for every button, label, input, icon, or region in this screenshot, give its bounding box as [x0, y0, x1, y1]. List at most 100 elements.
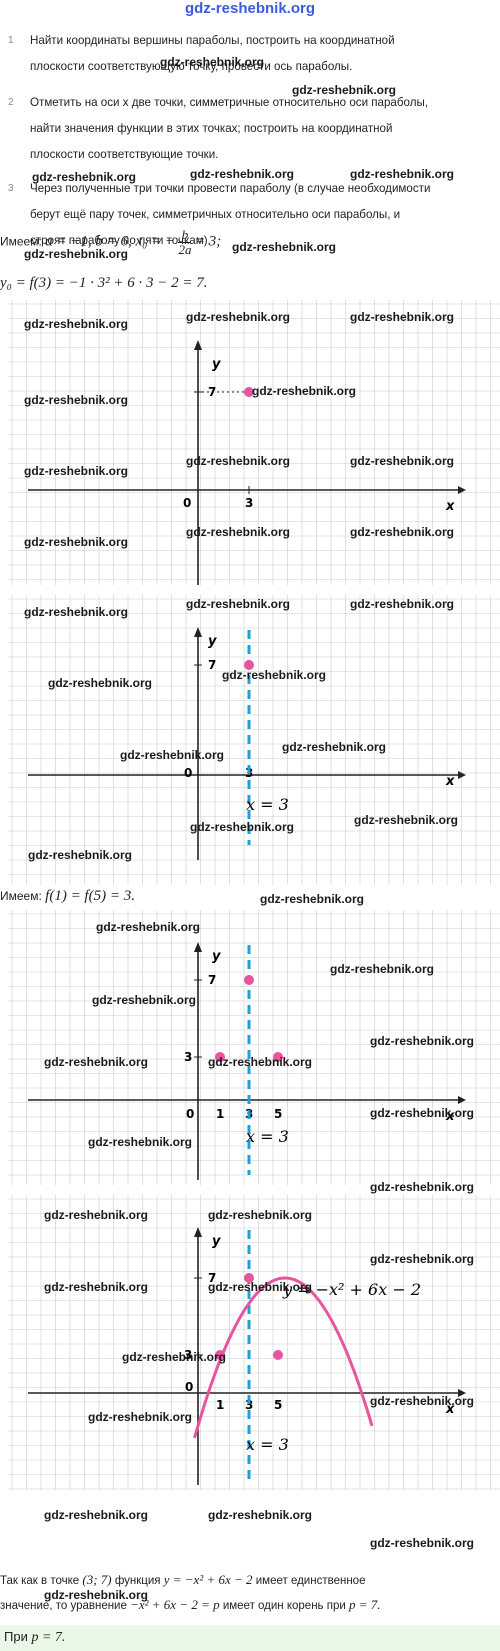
origin-label: 0 — [183, 496, 191, 510]
grid — [8, 300, 500, 585]
tick-label-x5: 5 — [274, 1398, 282, 1412]
origin-label: 0 — [186, 1107, 194, 1121]
tick-label-x3: 3 — [245, 1398, 253, 1412]
graph-2-svg: y x 0 7 3 x = 3 — [8, 595, 500, 885]
step-line: Через полученные три точки провести пара… — [30, 182, 431, 195]
origin-label: 0 — [185, 1380, 193, 1394]
parabola-equation: y = −x² + 6x − 2 — [282, 1280, 421, 1299]
origin-label: 0 — [184, 766, 192, 780]
math: y = −x² + 6x − 2 — [163, 1572, 253, 1587]
x-axis-arrow — [458, 771, 466, 779]
watermark: gdz-reshebnik.org — [222, 668, 327, 682]
watermark: gdz-reshebnik.org — [186, 597, 291, 611]
point-x5 — [273, 1052, 283, 1062]
given-math: a = −1, b = 6, x₀ = − — [45, 233, 176, 250]
vertex-point — [244, 975, 254, 985]
y-axis-arrow — [194, 942, 202, 952]
watermark: gdz-reshebnik.org — [92, 993, 197, 1007]
axis-equation: x = 3 — [246, 1127, 289, 1146]
watermark: gdz-reshebnik.org — [350, 454, 455, 468]
tick-label-x1: 1 — [216, 1398, 224, 1412]
point-x5 — [273, 1350, 283, 1360]
watermark: gdz-reshebnik.org — [24, 317, 129, 331]
step-number: 3 — [8, 183, 14, 194]
conclusion-line-1: Так как в точке (3; 7) функция y = −x² +… — [0, 1572, 365, 1588]
watermark: gdz-reshebnik.org — [350, 525, 455, 539]
y-axis-label: y — [212, 357, 221, 372]
watermark: gdz-reshebnik.org — [190, 820, 295, 834]
vertex-point — [244, 1273, 254, 1283]
watermark: gdz-reshebnik.org — [44, 1055, 149, 1069]
watermark: gdz-reshebnik.org — [232, 240, 337, 254]
watermark: gdz-reshebnik.org — [354, 813, 459, 827]
math: −x² + 6x − 2 = p — [130, 1597, 220, 1612]
point-x1 — [215, 1350, 225, 1360]
x-axis-arrow — [458, 1389, 466, 1397]
watermark: gdz-reshebnik.org — [24, 247, 129, 261]
y-axis-label: y — [212, 949, 221, 964]
graph-3-svg: y x 0 7 3 1 3 5 x = 3 — [8, 910, 500, 1185]
watermark: gdz-reshebnik.org — [208, 1508, 313, 1522]
watermark: gdz-reshebnik.org — [48, 676, 153, 690]
graph-2: y x 0 7 3 x = 3 — [8, 595, 500, 885]
x-axis-arrow — [458, 1096, 466, 1104]
watermark: gdz-reshebnik.org — [24, 605, 129, 619]
watermark: gdz-reshebnik.org — [44, 1208, 149, 1222]
graph-4: y x 0 7 3 1 3 5 y = −x² + 6x − 2 x = 3 — [8, 1195, 500, 1490]
tick-label-y7: 7 — [208, 973, 216, 987]
answer-math: p = 7. — [31, 1630, 66, 1645]
text: значение, то уравнение — [0, 1600, 127, 1612]
watermark: gdz-reshebnik.org — [96, 920, 201, 934]
step-line: берут ещё пару точек, симметричных относ… — [30, 208, 401, 221]
tick-label-y7: 7 — [208, 658, 216, 672]
watermark: gdz-reshebnik.org — [260, 892, 365, 906]
site-title: gdz-reshebnik.org — [184, 0, 315, 17]
watermark: gdz-reshebnik.org — [370, 1536, 475, 1550]
step-line: Отметить на оси x две точки, симметричны… — [30, 96, 429, 109]
parabola-curve — [193, 1276, 374, 1439]
y-axis-arrow — [194, 340, 202, 350]
step-line: строят параболу по пяти точкам). — [30, 234, 211, 247]
graph-1-svg: y x 0 3 7 — [8, 300, 500, 585]
x-axis-arrow — [458, 486, 466, 494]
watermark: gdz-reshebnik.org — [24, 464, 129, 478]
step-line: плоскости соответствующие точки. — [30, 148, 219, 161]
watermark: gdz-reshebnik.org — [28, 848, 133, 862]
watermark: gdz-reshebnik.org — [88, 1135, 193, 1149]
fraction-numerator: b — [181, 227, 189, 242]
step-2: 2 Отметить на оси x две точки, симметрич… — [8, 90, 498, 170]
watermark: gdz-reshebnik.org — [370, 1106, 475, 1120]
y-axis-arrow — [194, 1227, 202, 1237]
tick-label-y3: 3 — [184, 1050, 192, 1064]
text: имеет один корень при — [222, 1600, 346, 1612]
watermark: gdz-reshebnik.org — [370, 1034, 475, 1048]
watermark: gdz-reshebnik.org — [350, 597, 455, 611]
watermark: gdz-reshebnik.org — [24, 535, 129, 549]
text: функция — [114, 1575, 161, 1587]
watermark: gdz-reshebnik.org — [120, 748, 225, 762]
watermark: gdz-reshebnik.org — [44, 1588, 149, 1602]
answer-box: При p = 7. — [0, 1625, 500, 1651]
watermark: gdz-reshebnik.org — [24, 393, 129, 407]
y-axis-arrow — [194, 627, 202, 637]
step-line: плоскости соответствующую точку, провест… — [30, 60, 353, 73]
given-math: f(1) = f(5) = 3. — [45, 888, 135, 904]
watermark: gdz-reshebnik.org — [370, 1394, 475, 1408]
watermark: gdz-reshebnik.org — [186, 525, 291, 539]
y-axis-label: y — [212, 1234, 221, 1249]
axis-equation: x = 3 — [246, 1435, 289, 1454]
tick-label-x3: 3 — [245, 496, 253, 510]
watermark: gdz-reshebnik.org — [208, 1055, 313, 1069]
vertex-calc: y₀ = f(3) = −1 · 3² + 6 · 3 − 2 = 7. — [0, 275, 208, 291]
given-label: Имеем: — [0, 889, 42, 903]
watermark: gdz-reshebnik.org — [186, 454, 291, 468]
conclusion-line-2: значение, то уравнение −x² + 6x − 2 = p … — [0, 1597, 381, 1613]
y-axis-label: y — [208, 634, 217, 649]
math: p = 7. — [349, 1597, 381, 1612]
x-axis-label: x — [445, 499, 455, 514]
text: Так как в точке — [0, 1575, 80, 1587]
graph-1: y x 0 3 7 — [8, 300, 500, 585]
watermark: gdz-reshebnik.org — [160, 55, 265, 69]
